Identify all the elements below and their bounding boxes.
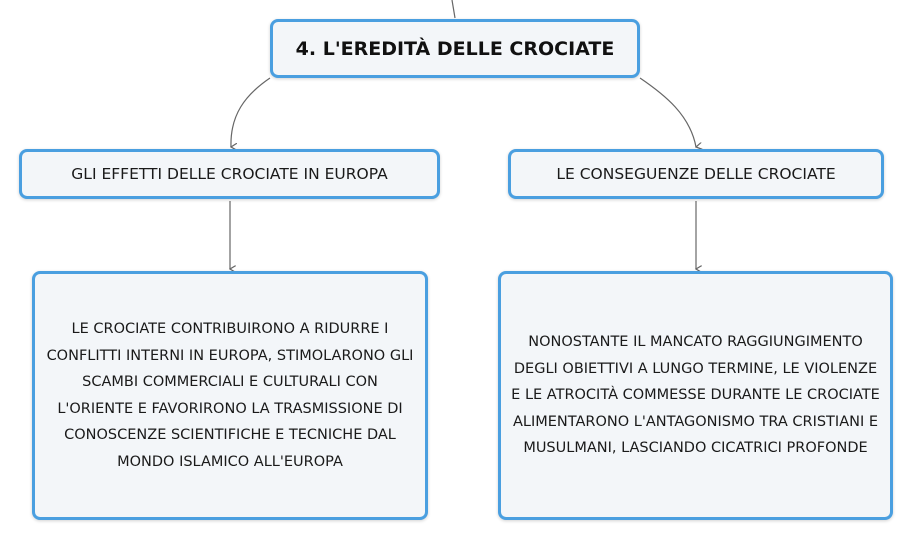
branch-label-consequences: LE CONSEGUENZE DELLE CROCIATE bbox=[556, 165, 836, 183]
connector-root-right bbox=[639, 77, 696, 147]
connector-root-left bbox=[231, 77, 271, 147]
text-effects: LE CROCIATE CONTRIBUIRONO A RIDURRE I CO… bbox=[46, 321, 414, 470]
root-title: 4. L'EREDITÀ DELLE CROCIATE bbox=[295, 37, 615, 60]
text-consequences: NONOSTANTE IL MANCATO RAGGIUNGIMENTO DEG… bbox=[511, 334, 880, 457]
root-node[interactable]: 4. L'EREDITÀ DELLE CROCIATE bbox=[270, 19, 640, 78]
branch-label-effects: GLI EFFETTI DELLE CROCIATE IN EUROPA bbox=[71, 165, 388, 183]
branch-node-consequences[interactable]: LE CONSEGUENZE DELLE CROCIATE bbox=[508, 149, 884, 199]
text-node-effects[interactable]: LE CROCIATE CONTRIBUIRONO A RIDURRE I CO… bbox=[32, 271, 428, 520]
text-node-consequences[interactable]: NONOSTANTE IL MANCATO RAGGIUNGIMENTO DEG… bbox=[498, 271, 893, 520]
branch-node-effects[interactable]: GLI EFFETTI DELLE CROCIATE IN EUROPA bbox=[19, 149, 440, 199]
connector-top bbox=[451, 0, 456, 19]
